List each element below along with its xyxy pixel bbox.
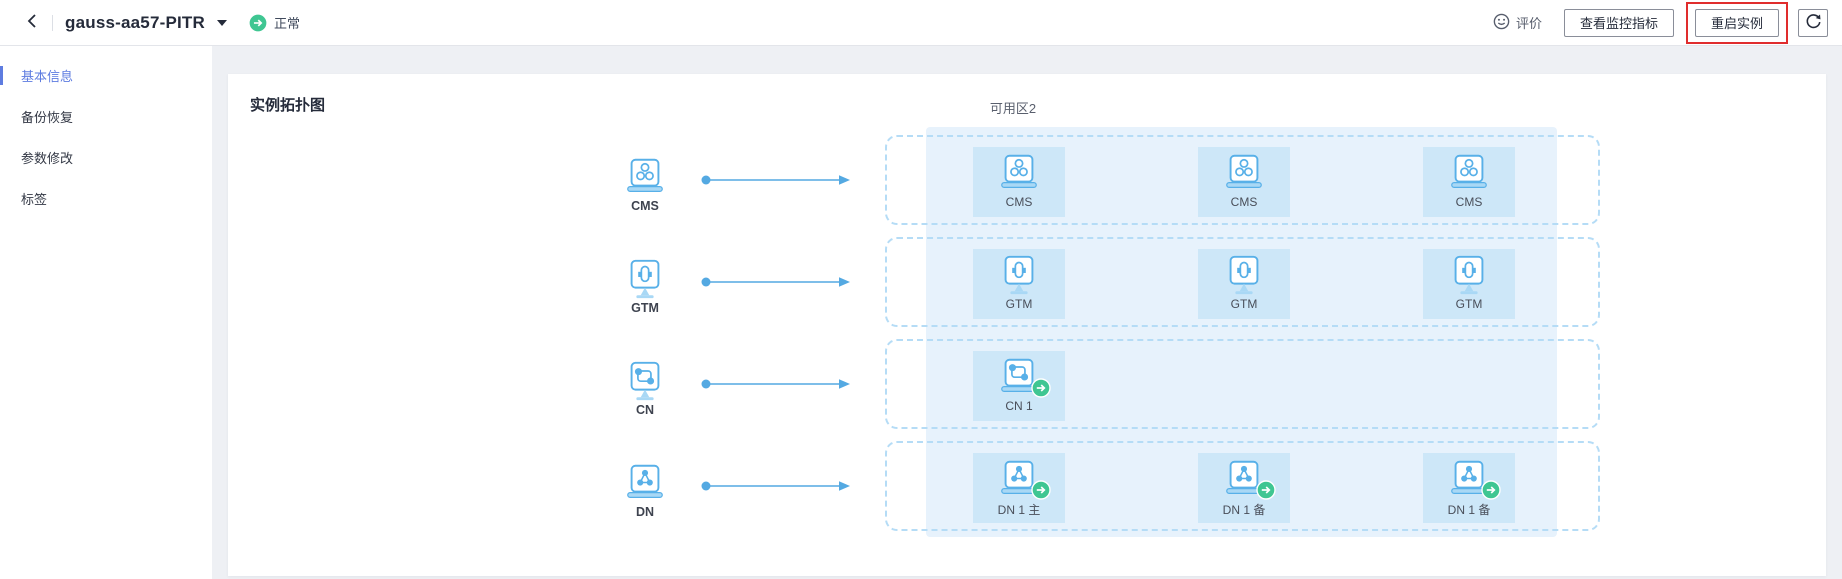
topo-source-cn: CN: [597, 360, 693, 417]
topo-node-gtm-2[interactable]: GTM: [1198, 249, 1290, 319]
view-monitor-metrics-button[interactable]: 查看监控指标: [1563, 8, 1674, 37]
triangle-cluster-icon: [996, 458, 1051, 500]
node-group-gtm: [885, 237, 1600, 327]
sidebar-item-basic-info[interactable]: 基本信息: [0, 55, 212, 96]
restart-annotation-wrap: 重启实例: [1685, 1, 1788, 44]
topo-source-gtm: GTM: [597, 258, 693, 315]
header-divider: [52, 14, 53, 31]
triangle-cluster-icon: [1446, 458, 1501, 500]
instance-title: gauss-aa57-PITR: [65, 12, 205, 32]
gtm-capsule-icon: [1221, 254, 1267, 296]
node-group-cms: [885, 135, 1600, 225]
topo-node-label: DN 1 主: [997, 503, 1041, 517]
instance-topology-diagram: 可用区2 CMS CMS CMS CMS GTM: [228, 74, 1826, 576]
cluster-icon: [622, 156, 668, 198]
main-content: 实例拓扑图 可用区2 CMS CMS CMS CMS GTM: [212, 46, 1842, 579]
status-badge: 正常: [249, 13, 300, 32]
topo-source-label-cms: CMS: [631, 199, 659, 213]
cluster-icon: [1221, 152, 1267, 194]
triangle-cluster-icon: [622, 462, 668, 504]
topo-node-cms-2[interactable]: CMS: [1198, 147, 1290, 217]
sidebar-item-backup-restore[interactable]: 备份恢复: [21, 110, 74, 125]
topo-node-gtm-3[interactable]: GTM: [1423, 249, 1515, 319]
topology-card: 实例拓扑图 可用区2 CMS CMS CMS CMS GTM: [228, 74, 1826, 576]
topo-node-cn-1[interactable]: CN 1: [973, 351, 1065, 421]
triangle-cluster-icon: [1221, 458, 1276, 500]
topo-node-label: GTM: [1005, 297, 1033, 311]
gtm-capsule-icon: [996, 254, 1042, 296]
sidebar-item-parameter-modify[interactable]: 参数修改: [21, 151, 74, 166]
topo-node-label: DN 1 备: [1222, 503, 1266, 517]
status-label: 正常: [274, 16, 301, 31]
page-body: 基本信息 备份恢复 参数修改 标签 实例拓扑图 可用区2 CMS CMS CMS…: [0, 46, 1842, 579]
topo-source-label-dn: DN: [635, 505, 655, 519]
back-button[interactable]: [20, 10, 46, 36]
topo-node-label: CMS: [1230, 195, 1258, 209]
topo-source-dn: DN: [597, 462, 693, 519]
gtm-capsule-icon: [622, 258, 668, 300]
connection-arrow-dn: [699, 479, 853, 493]
cluster-icon: [1446, 152, 1492, 194]
topo-node-cms-3[interactable]: CMS: [1423, 147, 1515, 217]
topo-source-cms: CMS: [597, 156, 693, 213]
chevron-left-icon: [24, 12, 42, 33]
sidebar-item-tags[interactable]: 标签: [21, 192, 48, 207]
topo-node-dn-3[interactable]: DN 1 备: [1423, 453, 1515, 523]
cluster-icon: [996, 152, 1042, 194]
running-status-badge: [1256, 480, 1276, 500]
card-title: 实例拓扑图: [250, 97, 326, 114]
caret-down-icon: [217, 19, 227, 26]
connection-arrow-cms: [699, 173, 853, 187]
topo-node-gtm-1[interactable]: GTM: [973, 249, 1065, 319]
topo-source-label-gtm: GTM: [631, 301, 659, 315]
topo-node-label: CN 1: [1005, 399, 1033, 413]
topo-node-label: GTM: [1455, 297, 1483, 311]
topo-node-dn-1[interactable]: DN 1 主: [973, 453, 1065, 523]
running-status-badge: [1031, 378, 1051, 398]
share-icon: [622, 360, 668, 402]
restart-instance-button[interactable]: 重启实例: [1694, 8, 1779, 37]
running-status-badge: [1481, 480, 1501, 500]
node-group-cn: [885, 339, 1600, 429]
smiley-icon: [1493, 13, 1510, 33]
node-group-dn: [885, 441, 1600, 531]
gtm-capsule-icon: [1446, 254, 1492, 296]
feedback-button[interactable]: 评价: [1493, 13, 1542, 33]
share-icon: [996, 356, 1051, 398]
refresh-button[interactable]: [1798, 8, 1828, 37]
green-circle-arrow-icon: [249, 14, 267, 32]
refresh-icon: [1805, 13, 1822, 33]
running-status-badge: [1031, 480, 1051, 500]
instance-switch-dropdown[interactable]: [213, 16, 231, 30]
topo-source-label-cn: CN: [635, 403, 655, 417]
header-bar: gauss-aa57-PITR 正常 评价 查看监控指标 重启实例: [0, 0, 1842, 46]
feedback-label: 评价: [1515, 16, 1542, 31]
topo-node-label: DN 1 备: [1447, 503, 1491, 517]
topo-node-cms-1[interactable]: CMS: [973, 147, 1065, 217]
topo-node-dn-2[interactable]: DN 1 备: [1198, 453, 1290, 523]
availability-zone-label: 可用区2: [989, 101, 1037, 116]
topo-node-label: GTM: [1230, 297, 1258, 311]
connection-arrow-gtm: [699, 275, 853, 289]
sidebar-nav: 基本信息 备份恢复 参数修改 标签: [0, 46, 212, 579]
topo-node-label: CMS: [1455, 195, 1483, 209]
topo-node-label: CMS: [1005, 195, 1033, 209]
connection-arrow-cn: [699, 377, 853, 391]
